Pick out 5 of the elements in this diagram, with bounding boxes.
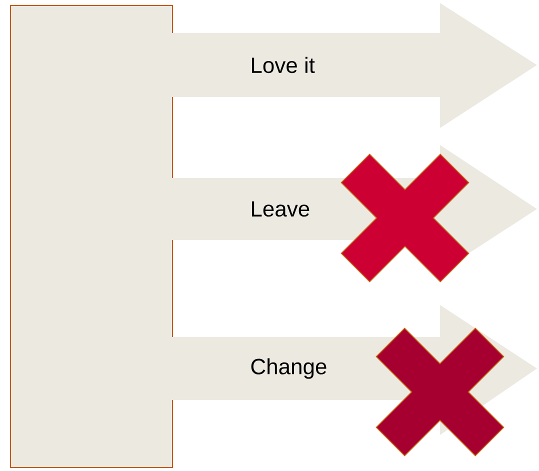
tall-box xyxy=(10,5,173,468)
node-label: Leave xyxy=(252,201,310,217)
cross-mark xyxy=(340,154,470,282)
cross-mark xyxy=(376,328,504,456)
node-label: Love it xyxy=(252,56,315,74)
